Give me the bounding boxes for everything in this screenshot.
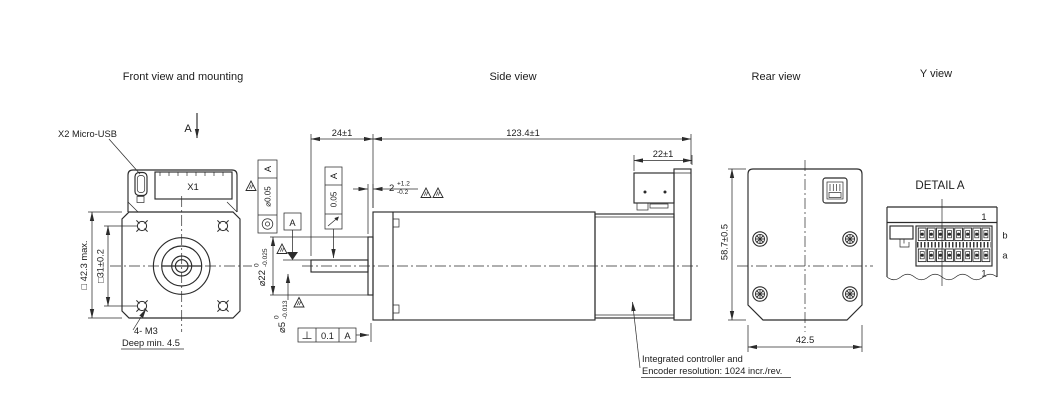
front-view: A X2 Micro-USB X1 — [58, 113, 311, 350]
dim-protrusion-nominal: 2 — [389, 183, 394, 194]
mount-hole-icon — [135, 219, 149, 233]
pilot-dia-nominal: ⌀22 — [257, 270, 268, 286]
rear-view-title: Rear view — [752, 71, 801, 83]
pilot-dia-lower: -0.025 — [262, 248, 269, 267]
mount-hole-icon — [216, 299, 230, 313]
shaft-dia-nominal: ⌀5 — [277, 322, 288, 333]
pin-row-a — [917, 248, 991, 263]
thread-note-line1: 4- M3 — [134, 326, 158, 336]
x2-usb-leader — [108, 138, 141, 175]
dim-hole-spacing: □31±0.2 — [96, 225, 137, 307]
dim-total-length: 123.4±1 — [372, 128, 692, 164]
dim-rear-width: 42.5 — [747, 325, 863, 352]
fcf-tol-text: ⌀0.05 — [264, 186, 273, 207]
y-view-title: Y view — [920, 68, 952, 80]
dim-rear-width-text: 42.5 — [796, 335, 815, 346]
fcf-datum-text: A — [263, 165, 273, 172]
dim-protrusion-lower: -0.2 — [397, 189, 409, 196]
note-triangle-icon — [420, 187, 432, 198]
mount-hole-icon — [216, 219, 230, 233]
x2-usb-label: X2 Micro-USB — [58, 129, 117, 139]
screw-head-icon — [752, 286, 768, 302]
pin1-top-label: 1 — [981, 212, 986, 222]
dim-connector-width: 22±1 — [633, 149, 693, 171]
perpendicularity-icon — [302, 331, 312, 339]
dim-connector-width-text: 22±1 — [653, 149, 674, 159]
perp-datum-text: A — [344, 331, 351, 341]
housing-outline — [127, 169, 238, 212]
dim-rear-height-text: 58.7±0.5 — [720, 224, 730, 260]
dim-shaft-dia: ⌀5 0 -0.013 — [274, 273, 291, 333]
side-view-title: Side view — [489, 71, 536, 83]
note-line2: Encoder resolution: 1024 incr./rev. — [642, 366, 782, 376]
rear-connector-icon — [822, 177, 848, 204]
x2-usb-icon — [134, 171, 148, 203]
row-b-label: b — [1002, 231, 1007, 241]
pin-row-b — [917, 227, 991, 242]
dim-outer-text: □ 42.3 max. — [79, 240, 89, 289]
mount-hole-icon — [135, 299, 149, 313]
dim-pilot-protrusion: 2 +1.2 -0.2 — [353, 181, 444, 234]
section-arrow-label: A — [184, 123, 192, 135]
screw-head-icon — [842, 231, 858, 247]
motor-face-outline — [121, 211, 241, 319]
thread-note-line2: Deep min. 4.5 — [122, 338, 180, 348]
shaft-dia-upper: 0 — [274, 315, 281, 319]
latch-icon — [889, 225, 914, 248]
dim-protrusion-upper: +1.2 — [397, 181, 410, 188]
dim-rear-height: 58.7±0.5 — [720, 168, 746, 321]
runout-icon — [327, 216, 339, 227]
front-view-title: Front view and mounting — [123, 71, 243, 83]
detail-a-title: DETAIL A — [915, 180, 965, 192]
rear-view: 58.7±0.5 42.5 — [720, 160, 873, 352]
note-triangle-icon — [432, 187, 444, 198]
datum-triangle-icon — [287, 252, 298, 260]
dim-shaft-length-text: 24±1 — [332, 128, 353, 138]
fcf-runout: A 0.05 — [324, 166, 343, 259]
controller-note: Integrated controller and Encoder resolu… — [631, 301, 791, 378]
housing-chamfer-left — [127, 201, 139, 213]
x1-pin-ticks — [159, 172, 224, 176]
flange-notch-bottom — [393, 304, 400, 314]
x1-label: X1 — [187, 182, 199, 193]
dim-pilot-dia: ⌀22 0 -0.025 — [254, 236, 369, 296]
detail-a-view: 1 b a 1 — [886, 199, 1008, 286]
dim-outer-square: □ 42.3 max. — [79, 211, 122, 319]
connector-block — [633, 172, 675, 211]
side-view: 24±1 123.4±1 22±1 2 +1.2 -0.2 — [254, 128, 791, 378]
rear-plate — [673, 168, 692, 321]
dim-total-length-text: 123.4±1 — [506, 128, 540, 138]
perp-tol-text: 0.1 — [321, 331, 334, 341]
shaft-dia-lower: -0.013 — [282, 300, 289, 319]
screw-head-icon — [752, 231, 768, 247]
flange-notch-top — [393, 218, 400, 228]
note-triangle-icon — [293, 297, 305, 308]
note-triangle-icon — [276, 243, 288, 254]
pin-field — [915, 225, 993, 267]
concentricity-icon — [261, 218, 274, 230]
dim-hole-spacing-text: □31±0.2 — [96, 249, 106, 283]
fcf-concentricity: A ⌀0.05 — [257, 159, 278, 234]
housing-chamfer-right — [226, 201, 238, 213]
runout-tol-text: 0.05 — [330, 191, 339, 207]
datum-a-flag: A — [283, 212, 311, 261]
note-triangle-icon — [245, 180, 257, 191]
datum-a-text: A — [289, 218, 296, 228]
runout-datum-text: A — [329, 172, 339, 179]
pilot-dia-upper: 0 — [254, 263, 261, 267]
screw-head-icon — [842, 286, 858, 302]
thread-note: 4- M3 Deep min. 4.5 — [121, 308, 184, 350]
x1-connector — [154, 171, 233, 200]
pin1-bottom-label: 1 — [981, 269, 986, 279]
rear-outline — [747, 168, 863, 321]
row-a-label: a — [1002, 251, 1008, 261]
fcf-perpendicularity: 0.1 A — [297, 323, 372, 343]
note-line1: Integrated controller and — [642, 354, 743, 364]
